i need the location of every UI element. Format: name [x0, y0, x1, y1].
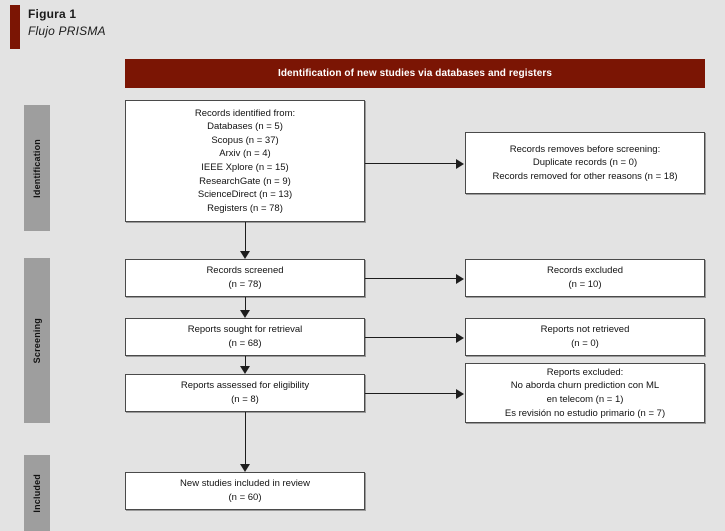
- connector-eligibility-to-included: [245, 412, 246, 464]
- box-text-line: (n = 8): [231, 394, 259, 405]
- box-text-line: Databases (n = 5): [207, 121, 283, 133]
- box-text-line: IEEE Xplore (n = 15): [201, 162, 289, 173]
- box-text-line: Es revisión no estudio primario (n = 7): [504, 407, 666, 419]
- box-text-line: en telecom (n = 1): [546, 394, 624, 405]
- box-text-line: Scopus (n = 37): [211, 134, 279, 146]
- box-new-studies-included: New studies included in review (n = 60): [125, 472, 365, 510]
- box-text-line: Records identified from:: [194, 107, 296, 119]
- box-text-line: (n = 0): [571, 338, 599, 349]
- connector-sought-to-not-retrieved: [365, 337, 457, 338]
- box-text-line: Reports sought for retrieval: [187, 324, 303, 336]
- box-text-line: Duplicate records (n = 0): [532, 157, 638, 169]
- box-text-line: (n = 60): [228, 492, 262, 503]
- phase-label-identification-text: Identification: [32, 138, 42, 198]
- connector-sought-to-eligibility: [245, 356, 246, 366]
- box-text-line: Reports assessed for eligibility: [180, 380, 310, 392]
- figure-title: Figura 1: [28, 7, 77, 21]
- box-text-line: Registers (n = 78): [207, 202, 283, 214]
- phase-label-included: Included: [24, 455, 50, 531]
- connector-eligibility-to-reports-excluded: [365, 393, 457, 394]
- box-records-removed-text: Records removes before screening: Duplica…: [486, 143, 683, 184]
- arrowhead-down-icon: [240, 251, 250, 259]
- box-text-line: Arxiv (n = 4): [219, 148, 271, 160]
- box-records-identified: Records identified from: Databases (n = 5…: [125, 100, 365, 222]
- box-text-line: Records excluded: [546, 265, 624, 277]
- box-reports-excluded: Reports excluded: No aborda churn predict…: [465, 363, 705, 423]
- box-text-line: (n = 78): [228, 279, 262, 290]
- box-reports-sought-text: Reports sought for retrieval (n = 68): [182, 323, 309, 350]
- connector-screened-to-sought: [245, 297, 246, 310]
- arrowhead-down-icon: [240, 366, 250, 374]
- phase-label-screening: Screening: [24, 258, 50, 423]
- title-accent-bar: [10, 5, 20, 49]
- box-records-screened-text: Records screened (n = 78): [200, 264, 289, 291]
- box-text-line: (n = 68): [228, 338, 262, 349]
- section-banner-identification: Identification of new studies via databa…: [125, 59, 705, 88]
- phase-label-included-text: Included: [32, 473, 42, 513]
- box-reports-sought: Reports sought for retrieval (n = 68): [125, 318, 365, 356]
- box-text-line: No aborda churn prediction con ML: [510, 380, 660, 392]
- box-text-line: Records removed for other reasons (n = 1…: [492, 170, 678, 182]
- box-records-identified-text: Records identified from: Databases (n = 5…: [189, 107, 301, 216]
- box-records-excluded-text: Records excluded (n = 10): [541, 264, 629, 291]
- box-reports-assessed-eligibility-text: Reports assessed for eligibility (n = 8): [175, 379, 315, 406]
- box-text-line: New studies included in review: [180, 478, 310, 490]
- box-text-line: Records screened: [206, 265, 284, 277]
- box-reports-excluded-text: Reports excluded: No aborda churn predict…: [499, 366, 671, 420]
- arrowhead-down-icon: [240, 310, 250, 318]
- figure-caption: Figura 1 Flujo PRISMA: [28, 6, 328, 40]
- box-reports-assessed-eligibility: Reports assessed for eligibility (n = 8): [125, 374, 365, 412]
- connector-identified-to-screened: [245, 222, 246, 251]
- connector-identified-to-removed: [365, 163, 457, 164]
- arrowhead-down-icon: [240, 464, 250, 472]
- box-records-removed: Records removes before screening: Duplica…: [465, 132, 705, 194]
- arrowhead-right-icon: [456, 159, 464, 169]
- box-records-excluded: Records excluded (n = 10): [465, 259, 705, 297]
- box-text-line: ResearchGate (n = 9): [199, 175, 291, 187]
- arrowhead-right-icon: [456, 333, 464, 343]
- box-records-screened: Records screened (n = 78): [125, 259, 365, 297]
- arrowhead-right-icon: [456, 389, 464, 399]
- figure-subtitle: Flujo PRISMA: [28, 24, 106, 38]
- phase-label-identification: Identification: [24, 105, 50, 231]
- arrowhead-right-icon: [456, 274, 464, 284]
- box-text-line: Records removes before screening:: [509, 143, 661, 155]
- connector-screened-to-excluded: [365, 278, 457, 279]
- box-reports-not-retrieved: Reports not retrieved (n = 0): [465, 318, 705, 356]
- box-text-line: (n = 10): [568, 279, 602, 290]
- box-new-studies-included-text: New studies included in review (n = 60): [174, 477, 316, 504]
- box-text-line: ScienceDirect (n = 13): [197, 189, 293, 201]
- box-text-line: Reports not retrieved: [540, 324, 630, 336]
- phase-label-screening-text: Screening: [32, 317, 42, 364]
- box-text-line: Reports excluded:: [546, 366, 624, 378]
- box-reports-not-retrieved-text: Reports not retrieved (n = 0): [535, 323, 636, 350]
